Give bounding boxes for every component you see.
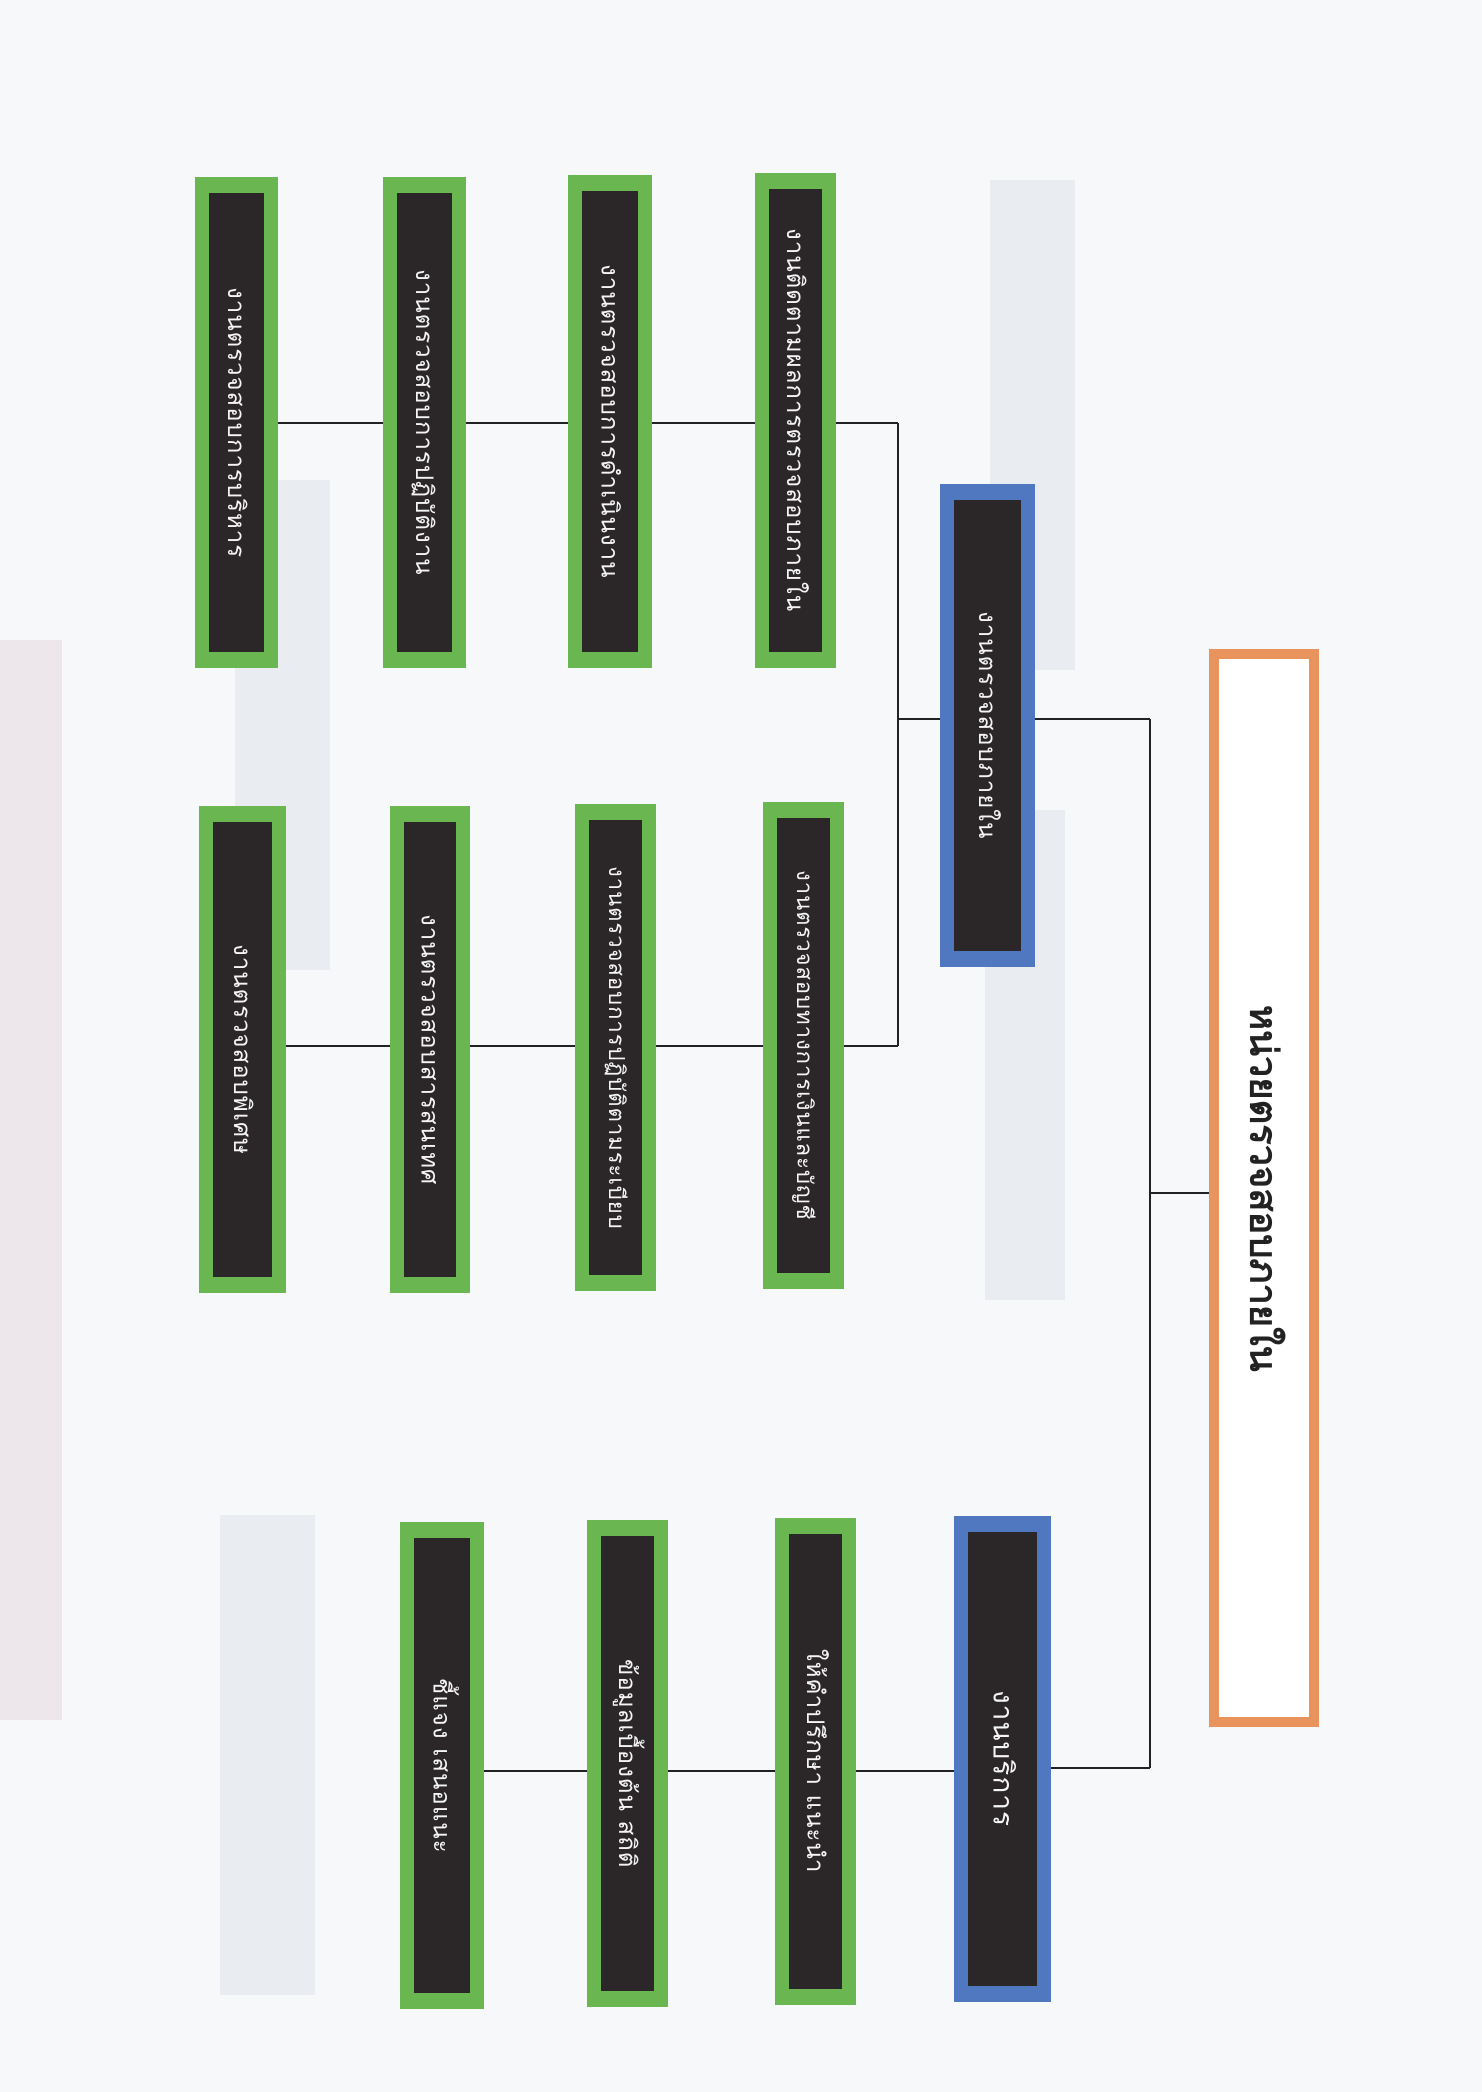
task-label: งานตรวจสอบทางการเงินและบัญชี	[791, 870, 816, 1221]
task-label: ชี้แจง เสนอแนะ	[427, 1677, 456, 1854]
task-box: งานตรวจสอบการปฏิบัติงาน	[383, 177, 466, 668]
task-box: งานตรวจสอบทางการเงินและบัญชี	[763, 802, 844, 1289]
task-label: งานตรวจสอบการปฏิบัติตามระเบียบ	[603, 865, 628, 1230]
task-label: ให้คำปรึกษา แนะนำ	[801, 1649, 829, 1874]
task-label: งานตรวจสอบการดำเนินงาน	[595, 264, 624, 579]
unit-title: หน่วยตรวจสอบภายใน	[1241, 1004, 1286, 1372]
task-box: งานตรวจสอบการปฏิบัติตามระเบียบ	[575, 804, 656, 1291]
scan-shadow	[220, 1515, 315, 1995]
task-label: งานตรวจสอบพิเศษ	[228, 944, 256, 1155]
scan-shadow	[0, 640, 62, 1720]
task-label: งานตรวจสอบการบริหาร	[222, 286, 250, 559]
task-label: งานติดตามผลการตรวจสอบภายใน	[781, 228, 809, 613]
task-label: งานตรวจสอบสารสนเทศ	[415, 913, 444, 1186]
division-service: งานบริการ	[954, 1516, 1051, 2002]
task-label: งานตรวจสอบการปฏิบัติงาน	[410, 269, 438, 576]
task-box: ชี้แจง เสนอแนะ	[400, 1522, 484, 2009]
task-box: งานตรวจสอบการบริหาร	[195, 177, 278, 668]
division-label: งานบริการ	[986, 1690, 1020, 1828]
unit-title-box: หน่วยตรวจสอบภายใน	[1209, 649, 1319, 1727]
division-label: งานตรวจสอบภายใน	[973, 611, 1001, 840]
task-box: งานติดตามผลการตรวจสอบภายใน	[755, 173, 836, 668]
task-box: งานตรวจสอบการดำเนินงาน	[568, 175, 652, 668]
task-box: งานตรวจสอบพิเศษ	[199, 806, 286, 1293]
task-box: ข้อมูลเบื้องต้น สถิติ	[587, 1520, 668, 2007]
task-box: งานตรวจสอบสารสนเทศ	[390, 806, 470, 1293]
division-audit: งานตรวจสอบภายใน	[940, 484, 1035, 967]
task-box: ให้คำปรึกษา แนะนำ	[775, 1518, 856, 2005]
task-label: ข้อมูลเบื้องต้น สถิติ	[613, 1658, 641, 1869]
